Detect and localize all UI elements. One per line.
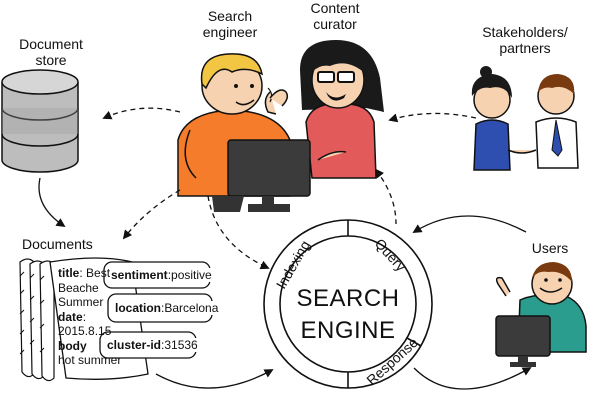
- arrow-engineer-to-documents: [122, 189, 181, 240]
- cluster-value: :31536: [161, 338, 198, 352]
- monitor-icon: [212, 139, 311, 212]
- field-body-cont: hot summer: [58, 353, 122, 367]
- arrow-stakeholders-to-curator: [388, 112, 477, 123]
- label-documents: Documents: [22, 236, 93, 252]
- label-search-engineer-line1: Search: [207, 8, 253, 24]
- user-figure: [495, 262, 587, 367]
- database-icon: [1, 69, 79, 173]
- location-value: :Barcelona: [161, 301, 219, 315]
- arrow-documents-to-engine: [155, 369, 274, 389]
- label-document-store-line1: Document: [19, 36, 83, 52]
- label-search-engineer-line2: engineer: [202, 24, 258, 40]
- location-badge: location:Barcelona: [114, 301, 220, 315]
- arrow-users-to-query: [412, 215, 527, 233]
- field-date-cont: 2015.8.15: [58, 324, 112, 338]
- engine-title-line1: SEARCH: [296, 285, 399, 312]
- arrow-store-to-documents: [38, 177, 66, 228]
- content-curator-figure: [300, 40, 384, 179]
- field-date-key: date: [58, 309, 83, 324]
- arrow-engineer-to-store: [102, 107, 181, 120]
- arrow-curator-engine: [374, 168, 397, 225]
- cluster-key: cluster-id: [107, 338, 162, 352]
- label-content-curator-line2: curator: [313, 16, 357, 32]
- field-title-cont2: Summer: [58, 295, 104, 309]
- label-users: Users: [531, 240, 569, 256]
- sentiment-key: sentiment: [111, 268, 168, 282]
- field-body-key: body: [58, 338, 87, 353]
- location-key: location: [115, 301, 162, 315]
- label-stakeholders: Stakeholders/ partners: [470, 24, 580, 56]
- sentiment-value: :positive: [167, 268, 212, 282]
- cluster-badge: cluster-id:31536: [106, 338, 199, 352]
- field-title-cont1: Beache: [58, 280, 99, 295]
- field-title-value: : Best: [79, 266, 111, 280]
- engine-title-line2: ENGINE: [300, 317, 395, 344]
- label-content-curator-line1: Content: [310, 0, 360, 16]
- document-fields: title: Best Beache Summer date: 2015.8.1…: [58, 266, 121, 368]
- label-document-store-line2: store: [35, 52, 67, 68]
- arrow-response-to-users: [413, 367, 532, 390]
- stakeholders-figure: [471, 66, 579, 171]
- label-search-engineer: Search engineer: [190, 8, 270, 40]
- flow-arrows: [38, 107, 532, 390]
- label-stakeholders-line2: partners: [499, 40, 551, 56]
- label-document-store: Document store: [6, 36, 96, 68]
- arrow-engineer-to-engine: [207, 195, 270, 270]
- label-stakeholders-line1: Stakeholders/: [482, 24, 568, 40]
- label-content-curator: Content curator: [300, 0, 370, 32]
- field-date-value: :: [82, 309, 87, 324]
- search-engine: [263, 219, 433, 389]
- sentiment-badge: sentiment:positive: [110, 268, 213, 282]
- field-title-key: title: [58, 266, 80, 280]
